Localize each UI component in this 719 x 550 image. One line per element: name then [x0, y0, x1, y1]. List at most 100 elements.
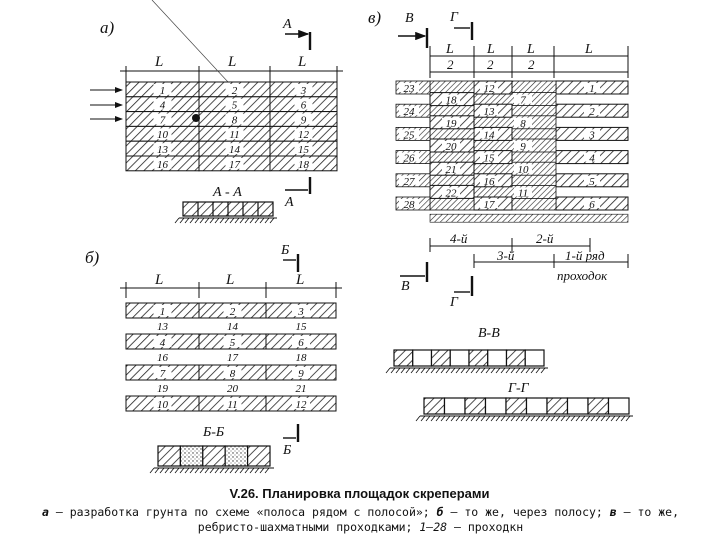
section-a-label: А	[282, 17, 292, 32]
ground-hatch	[545, 415, 551, 422]
section-bb-drawing	[149, 445, 274, 474]
cell-number: 3	[297, 306, 304, 318]
ground-hatch	[159, 467, 165, 474]
ground-hatch	[219, 467, 225, 474]
cell-label-bg	[153, 398, 172, 409]
cell-number: 25	[404, 129, 416, 141]
section-cell	[524, 349, 545, 367]
cell-number: 9	[298, 368, 304, 380]
cell-label-bg	[153, 84, 172, 95]
ground-hatch	[189, 217, 195, 224]
ground-hatch	[239, 467, 245, 474]
cell-number: 14	[484, 129, 496, 141]
section-cell	[607, 397, 630, 415]
ground-hatch	[239, 217, 245, 224]
cell-label-bg	[514, 141, 532, 150]
ground-hatch	[179, 467, 185, 474]
cell-number: 12	[298, 129, 310, 141]
ground-hatch	[490, 415, 496, 422]
ground-hatch	[600, 415, 606, 422]
cell-number: 10	[157, 129, 169, 141]
gap-number: 18	[296, 352, 308, 364]
cell-number: 8	[520, 118, 526, 130]
cell-label-bg	[399, 106, 419, 116]
cell-label-bg	[223, 305, 242, 316]
cell-label-bg	[442, 187, 460, 197]
section-cell	[505, 397, 528, 415]
ground-hatch	[259, 217, 265, 224]
strip-width: 2	[528, 57, 535, 72]
cell-label-bg	[514, 94, 532, 104]
section-cell	[423, 397, 446, 415]
gap-number: 15	[296, 321, 308, 333]
cell-number: 8	[230, 368, 236, 380]
cell-label-bg	[399, 129, 419, 139]
ground-hatch	[405, 367, 411, 374]
ground-hatch	[435, 415, 441, 422]
cell-label-bg	[584, 152, 600, 162]
ground-hatch	[520, 367, 526, 374]
section-cell	[587, 397, 610, 415]
ground-hatch	[475, 367, 481, 374]
ground-hatch	[164, 467, 170, 474]
ground-hatch	[229, 467, 235, 474]
section-gg-drawing	[415, 397, 633, 422]
caption-v-text: — то же, ребристо-шахматными проходками;	[197, 505, 680, 534]
section-cell	[487, 349, 508, 367]
cell-number: 17	[484, 199, 496, 211]
ground-hatch	[184, 217, 190, 224]
cell-number: 6	[298, 337, 304, 349]
ground-hatch	[525, 415, 531, 422]
section-v-label: В	[401, 279, 410, 294]
ground-hatch	[204, 217, 210, 224]
cell-number: 2	[589, 106, 595, 118]
ground-hatch	[269, 217, 275, 224]
section-vv-drawing	[385, 349, 548, 374]
ground-hatch	[515, 415, 521, 422]
cell-label-bg	[584, 129, 600, 139]
ground-hatch	[420, 415, 426, 422]
ground-hatch	[149, 467, 155, 474]
cell-label-bg	[584, 83, 600, 92]
gap-number: 19	[157, 383, 169, 395]
strip-cell	[511, 127, 557, 141]
caption-range-text: — проходкн	[447, 520, 524, 534]
panel-v: в) В Г L L L L 2 2 2 1234567891011121314…	[368, 8, 633, 422]
cell-number: 23	[404, 83, 416, 95]
cell-label-bg	[225, 113, 244, 125]
section-cell	[430, 349, 451, 367]
strip-width: 2	[487, 57, 494, 72]
section-cell	[449, 349, 470, 367]
ground-hatch	[455, 415, 461, 422]
ground-hatch	[495, 367, 501, 374]
strip-cell	[429, 80, 475, 95]
cell-label-bg	[223, 336, 242, 347]
section-cell	[443, 397, 466, 415]
cell-label-bg	[442, 117, 460, 127]
cell-number: 11	[518, 187, 528, 199]
ground-hatch	[214, 217, 220, 224]
ground-hatch	[485, 367, 491, 374]
cell-label-bg	[225, 98, 244, 110]
ground-hatch	[485, 415, 491, 422]
ground-hatch	[174, 467, 180, 474]
ground-hatch	[440, 367, 446, 374]
ground-hatch	[234, 217, 240, 224]
caption-b-label: б	[436, 505, 444, 519]
ground-hatch	[264, 467, 270, 474]
ground-hatch	[430, 367, 436, 374]
ground-hatch	[430, 415, 436, 422]
ground-hatch	[535, 415, 541, 422]
ground-hatch	[615, 415, 621, 422]
section-cell	[247, 445, 271, 467]
strip-cell	[511, 103, 557, 118]
cell-number: 6	[301, 100, 307, 112]
ground-hatch	[204, 467, 210, 474]
cell-label-bg	[292, 336, 310, 347]
cell-label-bg	[399, 199, 419, 208]
ground-hatch	[560, 415, 566, 422]
ground-hatch	[490, 367, 496, 374]
ground-hatch	[515, 367, 521, 374]
cell-number: 7	[520, 95, 526, 107]
